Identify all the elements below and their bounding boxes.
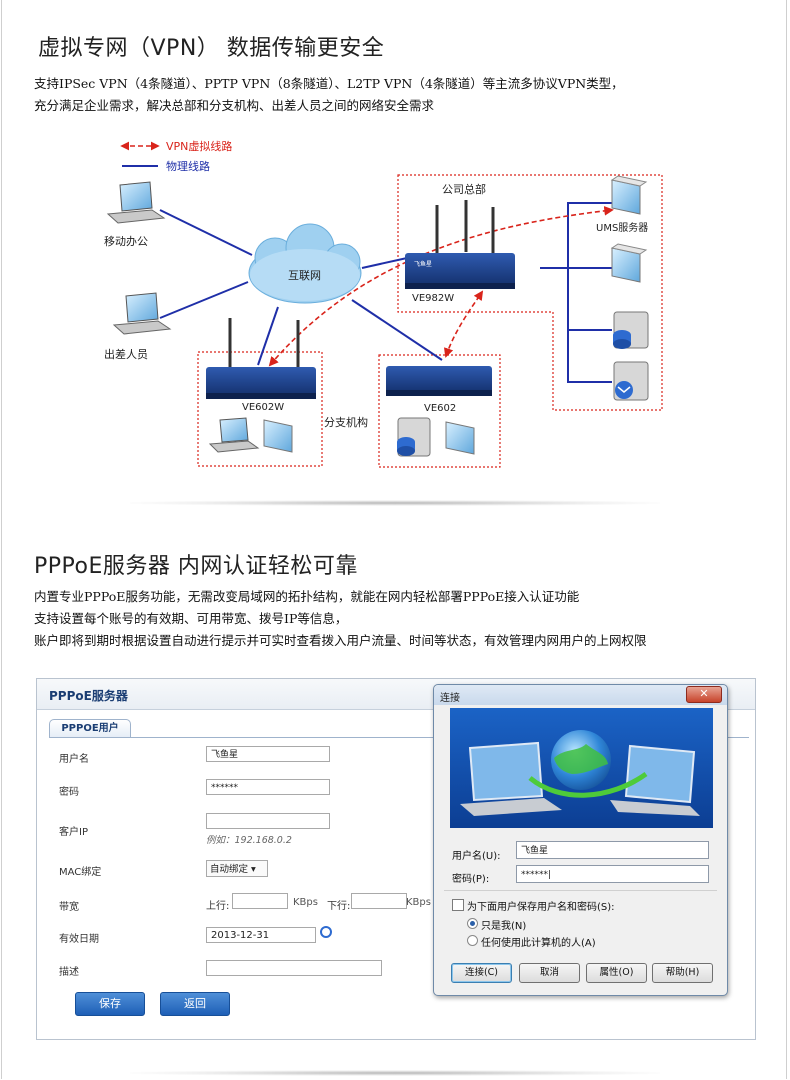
back-button[interactable]: 返回	[160, 992, 230, 1016]
pppoe-desc-line2: 支持设置每个账号的有效期、可用带宽、拨号IP等信息，	[34, 611, 348, 626]
branch-database-icon	[397, 417, 431, 457]
password-input[interactable]: ******	[206, 779, 330, 795]
internet-label: 互联网	[288, 269, 321, 282]
legend-phys-label: 物理线路	[166, 159, 210, 173]
mac-binding-label: MAC绑定	[59, 867, 102, 878]
downstream-label: 下行:	[327, 901, 351, 912]
dialog-title: 连接	[440, 693, 460, 704]
physical-links	[159, 202, 612, 383]
description-input[interactable]	[206, 960, 382, 976]
mobile-label: 移动办公	[104, 235, 148, 248]
username-label: 用户名	[59, 754, 89, 765]
ums-monitor-icon	[610, 175, 648, 215]
radio-only-me-label: 只是我(N)	[481, 921, 527, 932]
travel-laptop-icon	[112, 292, 172, 335]
ums-label: UMS服务器	[596, 221, 648, 234]
upstream-input[interactable]	[232, 893, 288, 909]
connect-button[interactable]: 连接(C)	[451, 963, 512, 983]
pppoe-desc-line3: 账户即将到期时根据设置自动进行提示并可实时查看拨入用户流量、时间等状态，有效管理…	[34, 633, 647, 648]
panel-title: PPPoE服务器	[49, 689, 128, 703]
vpn-heading: 虚拟专网（VPN） 数据传输更安全	[38, 36, 385, 61]
description-label: 描述	[59, 967, 79, 978]
section-divider-1	[130, 500, 660, 506]
database-server-icon	[613, 311, 649, 349]
username-input[interactable]: 飞鱼星	[206, 746, 330, 762]
vpn-desc-line1: 支持IPSec VPN（4条隧道）、PPTP VPN（8条隧道）、L2TP VP…	[34, 76, 624, 91]
client-ip-hint: 例如：192.168.0.2	[206, 835, 292, 846]
legend-vpn-label: VPN虚拟线路	[166, 139, 232, 153]
travel-label: 出差人员	[104, 347, 148, 361]
connect-dialog: 连接 ✕ 用户名(U): 飞鱼星 密码(P): ******| 为下面用户保存用…	[433, 684, 728, 996]
pppoe-heading: PPPoE服务器 内网认证轻松可靠	[34, 554, 358, 579]
save-credentials-label: 为下面用户保存用户名和密码(S):	[467, 902, 615, 913]
dialog-username-input[interactable]: 飞鱼星	[516, 841, 709, 859]
dialog-password-input[interactable]: ******|	[516, 865, 709, 883]
dialog-separator	[444, 890, 717, 891]
upstream-label: 上行:	[206, 901, 230, 912]
ums-monitor-icon-2	[610, 243, 648, 283]
hq-label: 公司总部	[442, 182, 486, 196]
internet-cloud	[248, 223, 362, 304]
password-label: 密码	[59, 787, 79, 798]
branch2-monitor-icon	[445, 421, 475, 455]
upstream-unit: KBps	[293, 897, 318, 908]
radio-anyone-label: 任何使用此计算机的人(A)	[481, 938, 596, 949]
client-ip-input[interactable]	[206, 813, 330, 829]
branch-label: 分支机构	[324, 415, 368, 429]
tab-underline	[49, 737, 749, 738]
close-icon[interactable]: ✕	[686, 686, 722, 703]
radio-anyone[interactable]	[467, 935, 478, 946]
mac-binding-select[interactable]: 自动绑定 ▾	[206, 860, 268, 877]
bandwidth-label: 带宽	[59, 902, 79, 913]
vpn-topology-diagram: VPN虚拟线路 物理线路 互联网 移动办公 出差人员	[104, 139, 663, 468]
dialog-username-label: 用户名(U):	[452, 851, 501, 862]
mobile-laptop-icon	[106, 181, 166, 224]
properties-button[interactable]: 属性(O)	[586, 963, 647, 983]
vpn-desc-line2: 充分满足企业需求，解决总部和分支机构、出差人员之间的网络安全需求	[34, 98, 435, 113]
branch-monitor-icon	[263, 419, 293, 453]
save-button[interactable]: 保存	[75, 992, 145, 1016]
expire-date-label: 有效日期	[59, 934, 99, 945]
downstream-input[interactable]	[351, 893, 407, 909]
downstream-unit: KBps	[406, 897, 431, 908]
help-button[interactable]: 帮助(H)	[652, 963, 713, 983]
dialog-titlebar: 连接 ✕	[434, 685, 727, 705]
save-credentials-checkbox[interactable]	[452, 899, 464, 911]
hq-device-label: VE982W	[412, 293, 454, 304]
branch-laptop-icon	[208, 417, 260, 453]
dialog-banner-illustration	[450, 708, 713, 828]
calendar-icon[interactable]	[320, 926, 332, 938]
dialog-password-label: 密码(P):	[452, 874, 490, 885]
branch-region-1	[197, 351, 323, 467]
hq-router-brand: 飞鱼星	[414, 260, 432, 268]
pppoe-desc-line1: 内置专业PPPoE服务功能，无需改变局域网的拓扑结构，就能在网内轻松部署PPPo…	[34, 589, 580, 604]
client-ip-label: 客户IP	[59, 827, 88, 838]
section-divider-2	[130, 1070, 660, 1076]
tab-pppoe-user[interactable]: PPPOE用户	[49, 719, 131, 738]
branch-device1-label: VE602W	[242, 402, 284, 413]
banner-laptop-left-icon	[468, 741, 544, 802]
branch-router-ve602-icon	[386, 366, 492, 396]
cancel-button[interactable]: 取消	[519, 963, 580, 983]
banner-laptop-right-icon	[624, 744, 696, 804]
radio-only-me[interactable]	[467, 918, 478, 929]
expire-date-input[interactable]: 2013-12-31	[206, 927, 316, 943]
branch-router-ve602w-icon	[206, 318, 316, 399]
mail-server-icon	[613, 361, 649, 401]
hq-router-icon: 飞鱼星	[405, 200, 515, 289]
branch-device2-label: VE602	[424, 403, 456, 414]
